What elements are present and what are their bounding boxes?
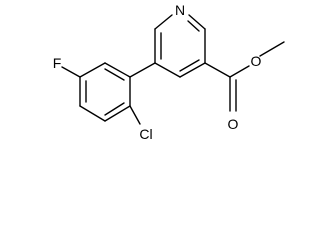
bond-b1-b2-inner xyxy=(104,68,125,81)
fluorine-atom-label: F xyxy=(53,55,62,71)
chlorine-atom-label: Cl xyxy=(139,126,152,142)
bond-c4-c3 xyxy=(154,62,181,78)
bond-ester-oxygen-methyl xyxy=(259,41,285,57)
bond-b4-b5 xyxy=(79,105,106,122)
bond-b5-b6-inner xyxy=(104,102,125,116)
bond-c-f xyxy=(61,66,81,78)
benzene-ring xyxy=(79,62,131,122)
molecule-drawing: N F Cl O O xyxy=(53,2,285,142)
bond-c5-c4-inner xyxy=(179,59,200,72)
bond-carbonyl-ester-oxygen xyxy=(229,65,250,78)
pyridine-ring xyxy=(154,14,206,78)
bond-c2-n xyxy=(154,14,173,30)
bond-b2-b3 xyxy=(79,62,106,78)
carbonyl-oxygen-label: O xyxy=(228,116,239,132)
bond-b1-b2 xyxy=(104,62,131,78)
bond-n-c6-inner xyxy=(187,20,200,32)
bond-ring-carbonyl-carbon xyxy=(204,62,231,78)
structure-diagram: N F Cl O O xyxy=(53,2,285,142)
ester-oxygen-label: O xyxy=(251,53,262,69)
bond-biaryl xyxy=(129,62,156,78)
nitrogen-atom-label: N xyxy=(175,2,185,18)
bond-n-c6 xyxy=(188,14,206,30)
bond-b5-b6 xyxy=(104,105,131,122)
bond-c-cl xyxy=(129,105,141,125)
methyl-ester-group xyxy=(204,41,285,112)
bond-c5-c4 xyxy=(179,62,206,78)
